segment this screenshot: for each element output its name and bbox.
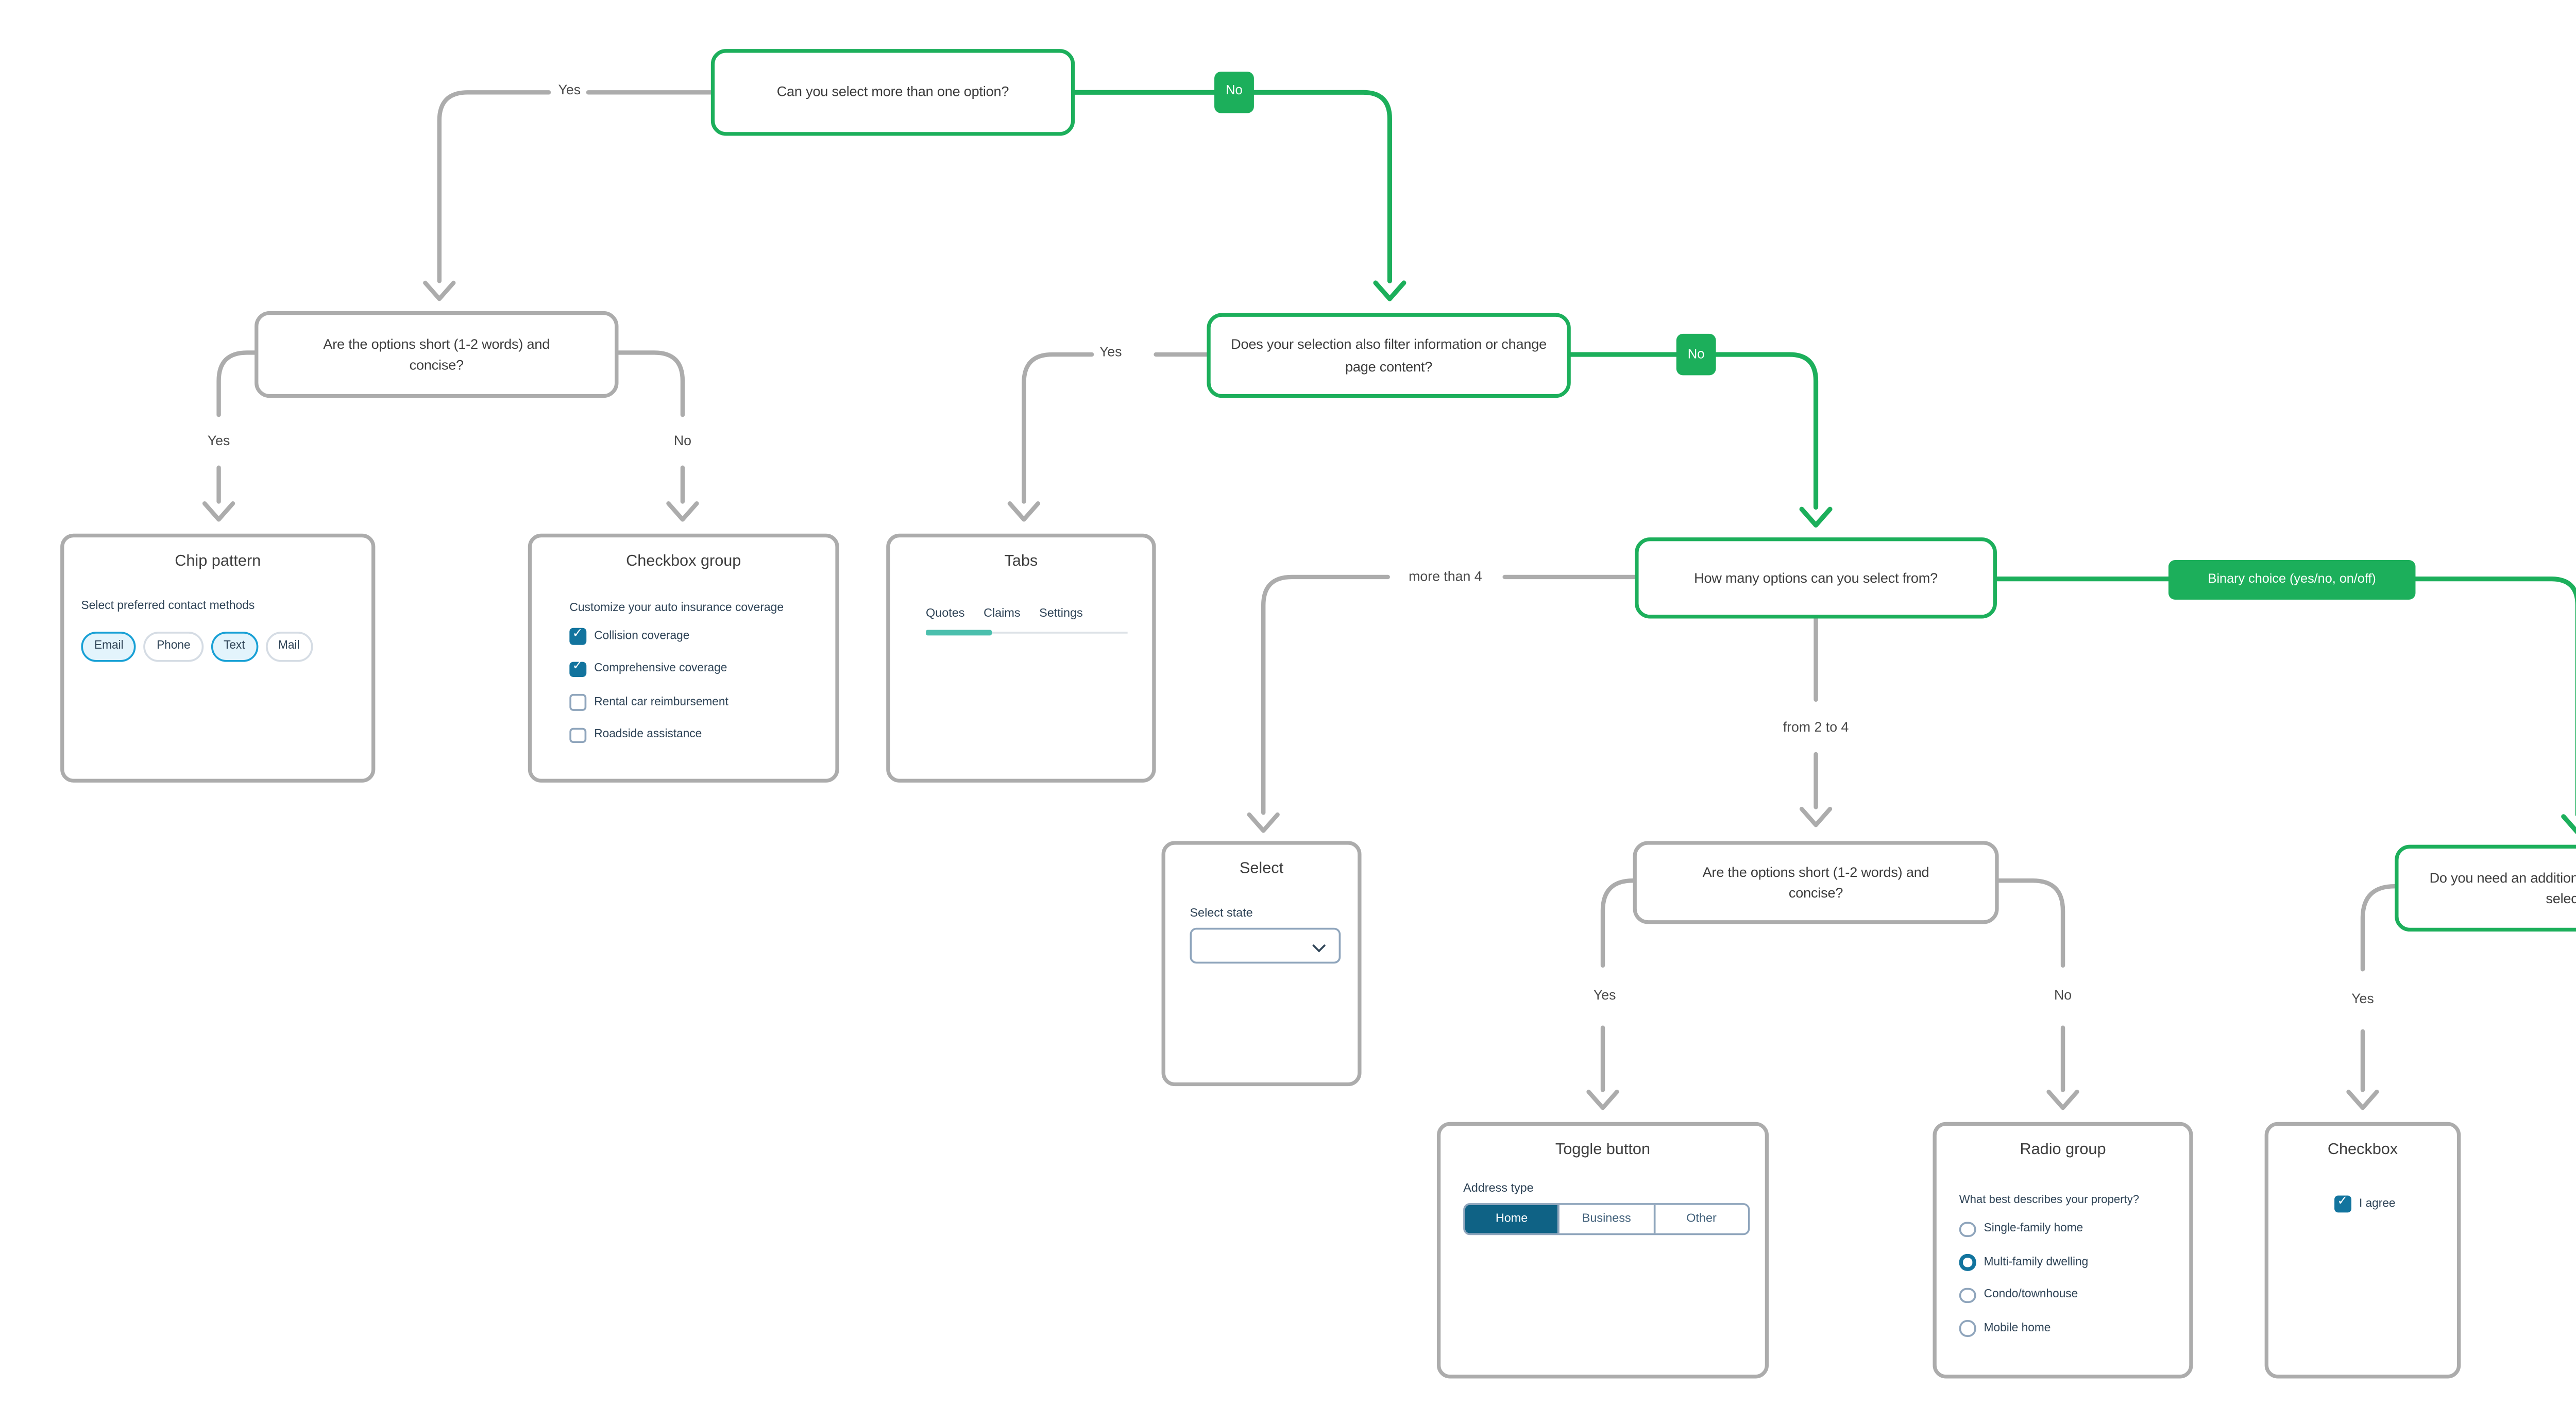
edge-short2-yes xyxy=(1586,878,1635,1110)
card-tabs: Tabs Quotes Claims Settings xyxy=(886,533,1156,783)
checkbox-option-collision[interactable]: ✓ Collision coverage xyxy=(569,628,689,645)
card-title-checkbox-group: Checkbox group xyxy=(626,550,741,570)
edge-filter-no-green xyxy=(1568,352,1833,528)
decision-short-concise-2: Are the options short (1-2 words) and co… xyxy=(1633,841,1999,924)
checkbox-option-comprehensive[interactable]: ✓ Comprehensive coverage xyxy=(569,661,727,678)
edge-short1-no xyxy=(616,350,699,522)
edge-short2-no xyxy=(1996,878,2079,1110)
toggle-button-group: Home Business Other xyxy=(1463,1202,1750,1235)
decision-short-concise-1: Are the options short (1-2 words) and co… xyxy=(255,311,619,398)
toggle-option-other[interactable]: Other xyxy=(1653,1204,1748,1233)
checkbox-checked-icon: ✓ xyxy=(2334,1195,2351,1212)
radio-option-multi-family[interactable]: Multi-family dwelling xyxy=(1959,1254,2088,1271)
tab-settings[interactable]: Settings xyxy=(1039,607,1083,621)
card-checkbox: Checkbox ✓ I agree xyxy=(2264,1122,2461,1379)
tab-row: Quotes Claims Settings xyxy=(926,607,1083,621)
card-title-select: Select xyxy=(1239,858,1284,877)
select-dropdown[interactable] xyxy=(1190,927,1341,964)
checkbox-group-label: Customize your auto insurance coverage xyxy=(569,601,784,615)
tab-track xyxy=(926,630,1128,635)
tab-quotes[interactable]: Quotes xyxy=(926,607,965,621)
edge-label-yes-checkbox: Yes xyxy=(2351,990,2374,1007)
edge-label-yes-toggle: Yes xyxy=(1593,986,1616,1004)
chip-phone[interactable]: Phone xyxy=(143,632,204,661)
badge-no-filter: No xyxy=(1676,333,1716,376)
select-label: Select state xyxy=(1190,907,1253,921)
edge-label-no-checkboxgroup: No xyxy=(673,431,691,448)
card-title-checkbox: Checkbox xyxy=(2327,1139,2398,1158)
radio-unselected-icon xyxy=(1959,1286,1976,1304)
card-radio-group: Radio group What best describes your pro… xyxy=(1933,1122,2193,1379)
edge-label-yes-top: Yes xyxy=(558,81,581,98)
tab-claims[interactable]: Claims xyxy=(984,607,1021,621)
decision-multi-option: Can you select more than one option? xyxy=(710,49,1075,136)
edge-multi-yes xyxy=(423,90,714,301)
checkbox-unchecked-icon xyxy=(569,726,586,743)
chip-group-label: Select preferred contact methods xyxy=(81,599,255,613)
checkbox-option-roadside[interactable]: Roadside assistance xyxy=(569,726,702,743)
badge-binary-choice: Binary choice (yes/no, on/off) xyxy=(2168,559,2416,599)
radio-group-label: What best describes your property? xyxy=(1959,1195,2140,1207)
toggle-option-business[interactable]: Business xyxy=(1558,1204,1653,1233)
edge-label-yes-chip: Yes xyxy=(207,431,230,448)
checkbox-checked-icon: ✓ xyxy=(569,661,586,678)
tab-active-underline xyxy=(926,630,992,635)
radio-unselected-icon xyxy=(1959,1221,1976,1238)
edge-label-no-radio: No xyxy=(2054,986,2072,1004)
checkbox-option-i-agree[interactable]: ✓ I agree xyxy=(2334,1195,2396,1212)
checkbox-checked-icon: ✓ xyxy=(569,628,586,645)
toggle-group-label: Address type xyxy=(1463,1182,1534,1196)
radio-unselected-icon xyxy=(1959,1320,1976,1336)
badge-no-top: No xyxy=(1214,71,1254,112)
chevron-down-icon xyxy=(1312,939,1326,953)
edge-howmany-more4 xyxy=(1247,574,1637,833)
edge-multi-no-green xyxy=(1072,90,1406,301)
chip-row: Email Phone Text Mail xyxy=(81,632,313,661)
card-chip-pattern: Chip pattern Select preferred contact me… xyxy=(60,533,376,783)
radio-option-condo[interactable]: Condo/townhouse xyxy=(1959,1286,2078,1304)
card-select: Select Select state xyxy=(1161,841,1362,1087)
card-title-radio-group: Radio group xyxy=(2020,1139,2106,1158)
edge-filter-yes xyxy=(1007,352,1209,522)
card-title-chip-pattern: Chip pattern xyxy=(175,550,261,570)
radio-option-mobile-home[interactable]: Mobile home xyxy=(1959,1320,2050,1336)
checkbox-unchecked-icon xyxy=(569,693,586,710)
radio-option-single-family[interactable]: Single-family home xyxy=(1959,1221,2083,1238)
edge-confirm-yes xyxy=(2346,884,2397,1110)
edge-label-from-2-to-4: from 2 to 4 xyxy=(1783,718,1849,736)
checkbox-option-rental[interactable]: Rental car reimbursement xyxy=(569,693,728,710)
toggle-option-home[interactable]: Home xyxy=(1465,1204,1558,1233)
chip-mail[interactable]: Mail xyxy=(265,632,313,661)
chip-text[interactable]: Text xyxy=(210,632,259,661)
card-toggle-button: Toggle button Address type Home Business… xyxy=(1436,1122,1769,1379)
edge-short1-yes xyxy=(202,350,257,522)
radio-selected-icon xyxy=(1959,1254,1976,1271)
decision-confirm-action: Do you need an additional action to conf… xyxy=(2395,844,2576,932)
card-title-tabs: Tabs xyxy=(1004,550,1038,570)
edge-howmany-2to4 xyxy=(1799,616,1833,827)
decision-filter-content: Does your selection also filter informat… xyxy=(1207,313,1571,398)
edge-label-yes-tabs: Yes xyxy=(1099,343,1122,361)
card-title-toggle-button: Toggle button xyxy=(1555,1139,1651,1158)
edge-howmany-binary-green xyxy=(1994,577,2576,835)
card-checkbox-group: Checkbox group Customize your auto insur… xyxy=(528,533,839,783)
decision-how-many: How many options can you select from? xyxy=(1635,537,1997,619)
edge-label-more-than-4: more than 4 xyxy=(1409,567,1482,584)
chip-email[interactable]: Email xyxy=(81,632,137,661)
